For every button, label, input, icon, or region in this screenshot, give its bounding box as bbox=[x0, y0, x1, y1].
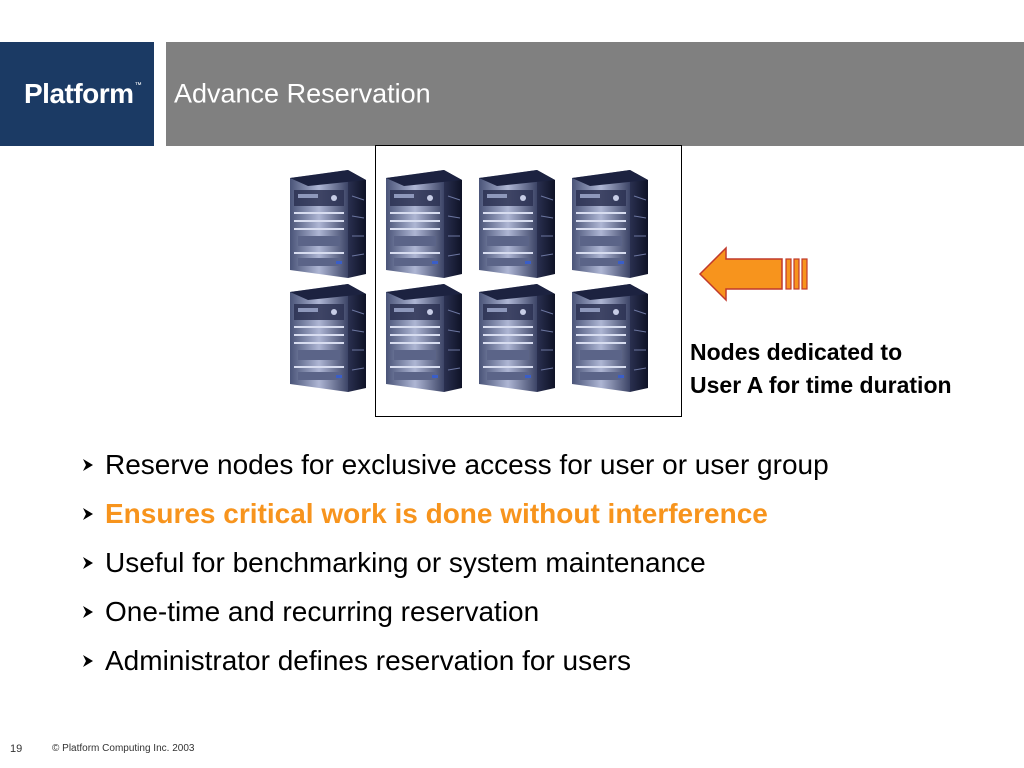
server-icon-reserved bbox=[570, 166, 650, 282]
bullet-item: One-time and recurring reservation bbox=[78, 595, 978, 628]
title-band: Advance Reservation bbox=[166, 42, 1024, 146]
reserved-note-line: Nodes dedicated to bbox=[690, 339, 903, 365]
page-number: 19 bbox=[10, 743, 23, 755]
server-icon bbox=[288, 166, 368, 282]
reserved-note: Nodes dedicated to User A for time durat… bbox=[690, 336, 952, 402]
server-icon-reserved bbox=[384, 280, 464, 396]
server-icon-reserved bbox=[384, 166, 464, 282]
platform-logo: Platform™ bbox=[0, 42, 154, 146]
bullet-item: Useful for benchmarking or system mainte… bbox=[78, 546, 978, 579]
left-arrow-icon bbox=[698, 246, 808, 302]
chevron-bullet-icon bbox=[80, 604, 96, 620]
copyright-notice: © Platform Computing Inc. 2003 bbox=[52, 743, 195, 754]
server-icon-reserved bbox=[477, 166, 557, 282]
bullet-text: Useful for benchmarking or system mainte… bbox=[105, 547, 706, 578]
trademark-mark: ™ bbox=[134, 82, 142, 89]
chevron-bullet-icon bbox=[80, 555, 96, 571]
bullet-list: Reserve nodes for exclusive access for u… bbox=[78, 448, 978, 693]
server-icon bbox=[288, 280, 368, 396]
bullet-text: One-time and recurring reservation bbox=[105, 596, 540, 627]
bullet-text: Ensures critical work is done without in… bbox=[105, 498, 768, 529]
chevron-bullet-icon bbox=[80, 506, 96, 522]
slide-title: Advance Reservation bbox=[174, 78, 431, 109]
reserved-note-line: User A for time duration bbox=[690, 372, 952, 398]
bullet-text: Reserve nodes for exclusive access for u… bbox=[105, 449, 829, 480]
server-icon-reserved bbox=[477, 280, 557, 396]
bullet-item: Administrator defines reservation for us… bbox=[78, 644, 978, 677]
bullet-item-highlight: Ensures critical work is done without in… bbox=[78, 497, 978, 530]
chevron-bullet-icon bbox=[80, 457, 96, 473]
bullet-text: Administrator defines reservation for us… bbox=[105, 645, 631, 676]
chevron-bullet-icon bbox=[80, 653, 96, 669]
logo-text: Platform™ bbox=[24, 78, 142, 109]
server-icon-reserved bbox=[570, 280, 650, 396]
bullet-item: Reserve nodes for exclusive access for u… bbox=[78, 448, 978, 481]
